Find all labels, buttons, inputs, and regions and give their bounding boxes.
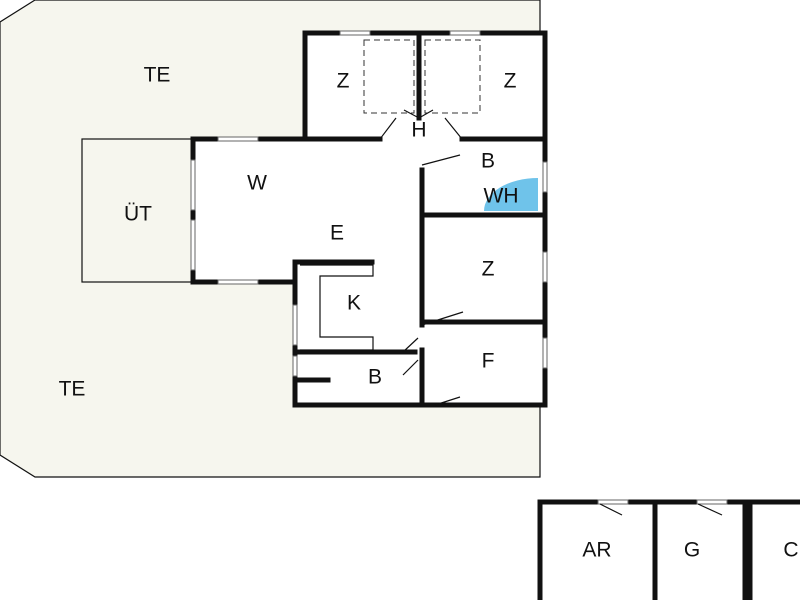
label-outbuilding-g: G <box>684 539 700 562</box>
windows <box>190 30 548 377</box>
label-corridor: F <box>482 350 495 373</box>
label-bedroom-1: Z <box>337 70 350 93</box>
door-swings <box>379 109 464 406</box>
house-interior <box>193 33 545 405</box>
bed-outline <box>363 39 415 114</box>
label-hall: H <box>411 119 426 142</box>
interior-walls <box>292 30 548 408</box>
label-bathroom-2: B <box>368 366 382 389</box>
label-kitchen: K <box>347 292 361 315</box>
label-bedroom-3: Z <box>482 258 495 281</box>
label-washroom: WH <box>484 185 519 208</box>
label-bedroom-2: Z <box>504 70 517 93</box>
label-covered-terrace: ÜT <box>124 203 152 226</box>
label-dining: E <box>330 222 344 245</box>
label-living: W <box>247 172 267 195</box>
label-outbuilding-c: C <box>783 539 798 562</box>
outbuildings <box>537 499 800 600</box>
covered-terrace-area <box>81 138 193 283</box>
label-bathroom-1: B <box>481 150 495 173</box>
kitchen-counter <box>300 264 374 351</box>
bed-outline <box>424 39 481 114</box>
shower-tray <box>484 178 538 211</box>
label-outbuilding-ar: AR <box>582 539 611 562</box>
label-terrace-top: TE <box>144 64 171 87</box>
label-terrace-bottom: TE <box>59 378 86 401</box>
